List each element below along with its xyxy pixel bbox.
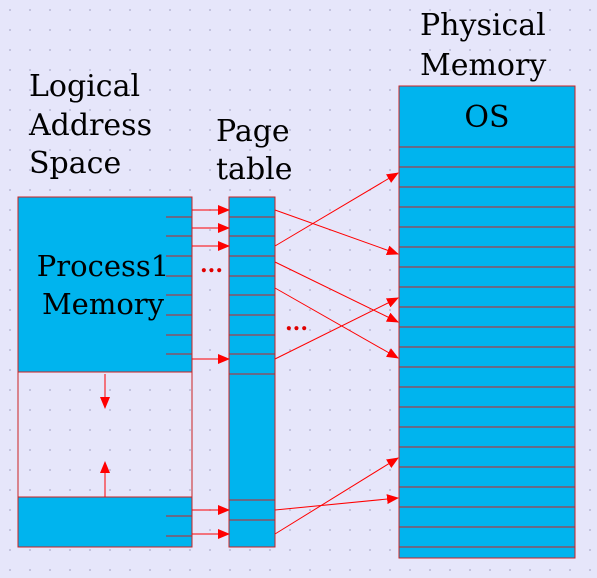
process-label-line-1: Process1 bbox=[37, 249, 169, 283]
logical-title-line-1: Logical bbox=[29, 69, 140, 104]
ellipsis-frames: ... bbox=[285, 310, 308, 336]
logical-address-space-title: Logical Address Space bbox=[28, 69, 152, 181]
ellipsis-page-table: ... bbox=[200, 252, 223, 278]
mapping-arrow bbox=[274, 287, 399, 359]
page-table-title-line-1: Page bbox=[216, 114, 290, 149]
logical-page-ticks bbox=[166, 216, 192, 537]
page-table-column bbox=[228, 196, 276, 548]
logical-title-line-3: Space bbox=[29, 146, 121, 181]
page-table-entries bbox=[229, 216, 275, 521]
mapping-arrow bbox=[274, 261, 399, 323]
mapping-arrow bbox=[274, 457, 399, 535]
page-table-title-line-2: table bbox=[216, 152, 293, 187]
physical-title-line-2: Memory bbox=[420, 48, 546, 83]
process-label-line-2: Memory bbox=[42, 287, 165, 321]
logical-title-line-2: Address bbox=[28, 108, 152, 143]
physical-memory: OS bbox=[398, 85, 576, 559]
mapping-arrow bbox=[274, 172, 399, 247]
mapping-arrow bbox=[274, 297, 399, 360]
page-table-title: Page table bbox=[216, 114, 293, 187]
physical-memory-frames bbox=[399, 146, 575, 548]
process-memory-block bbox=[17, 196, 193, 373]
physical-memory-title: Physical Memory bbox=[420, 8, 546, 83]
physical-memory-column bbox=[398, 85, 576, 559]
page-table bbox=[228, 196, 276, 548]
logical-address-space: Process1 Memory bbox=[17, 196, 193, 548]
stack-memory-block bbox=[17, 496, 193, 548]
physical-title-line-1: Physical bbox=[420, 8, 546, 43]
mapping-arrow bbox=[274, 494, 399, 511]
os-label: OS bbox=[464, 100, 509, 135]
mapping-arrow bbox=[274, 209, 399, 256]
mapping-arrows bbox=[100, 172, 399, 539]
